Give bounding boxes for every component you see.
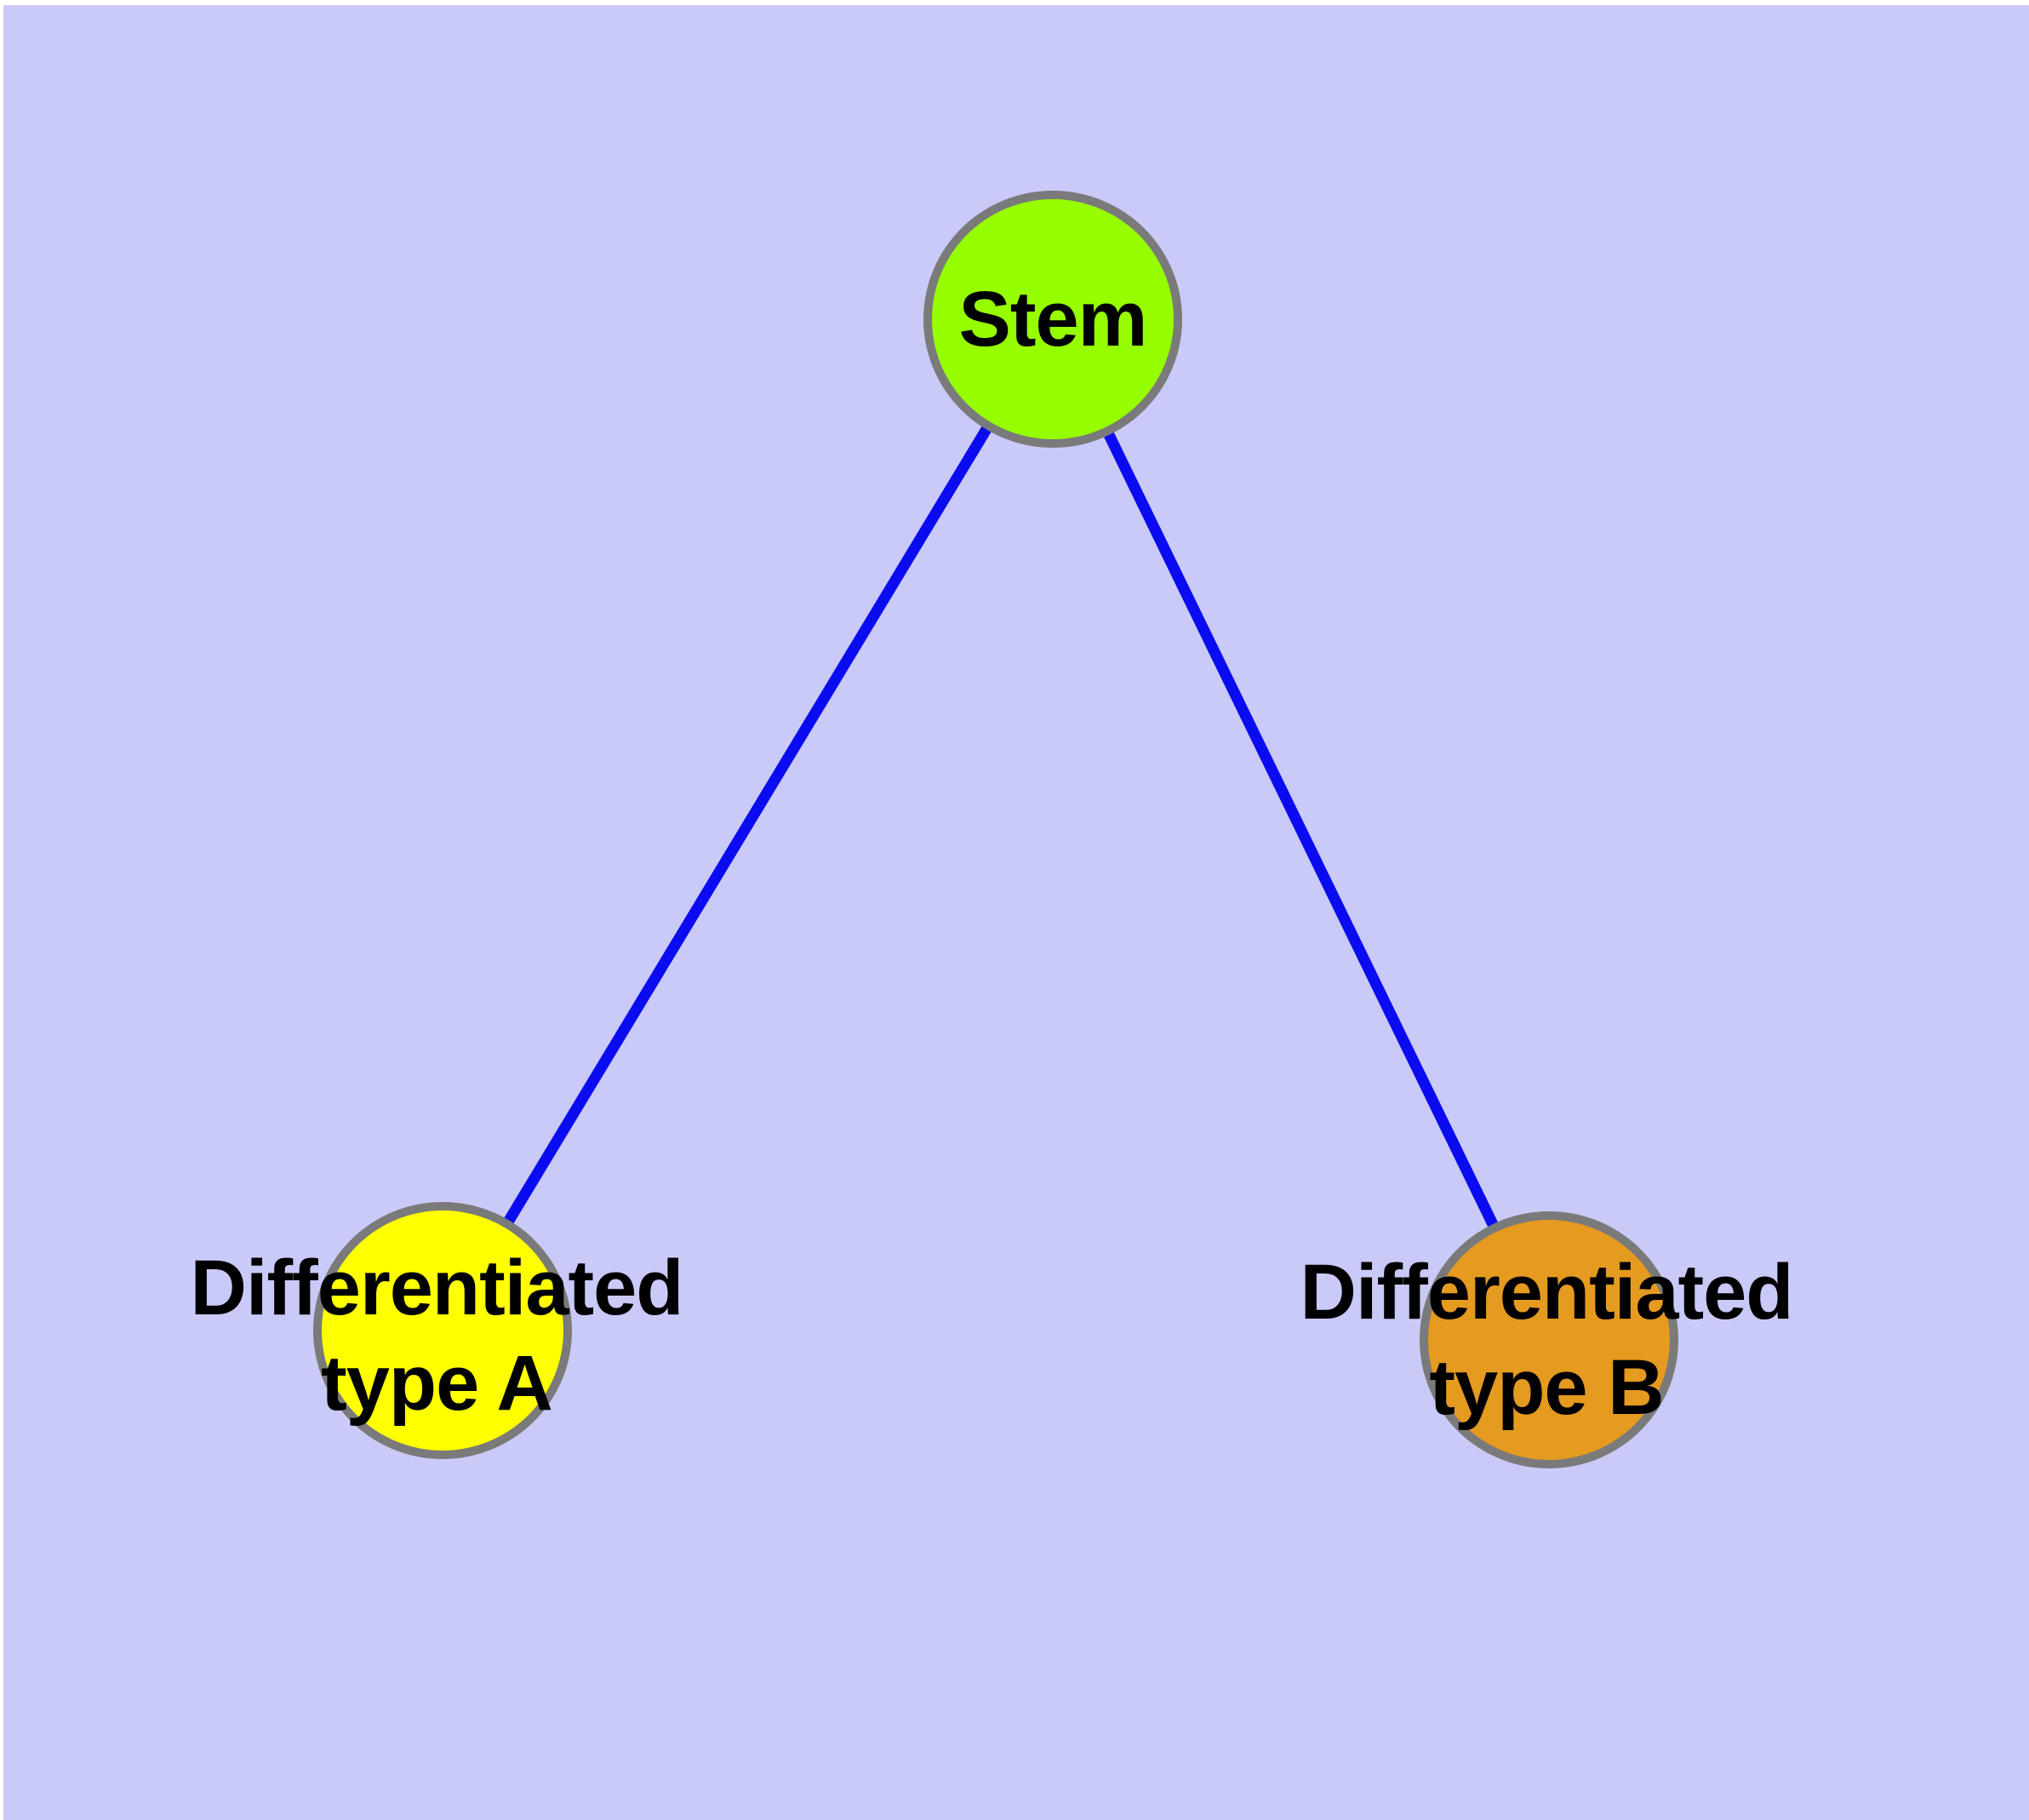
node-type-b-label-line1: Differentiated <box>1300 1249 1794 1336</box>
node-type-a-label: Differentiated type A <box>190 1240 684 1431</box>
diagram-canvas: Stem Differentiated type A Differentiate… <box>3 5 2029 1820</box>
node-type-b-label: Differentiated type B <box>1300 1245 1794 1435</box>
node-type-b-label-line2: type B <box>1429 1344 1664 1431</box>
node-stem-label: Stem <box>958 276 1148 363</box>
edge-stem-to-type-a <box>437 316 1058 1334</box>
node-differentiated-type-a[interactable] <box>313 1202 572 1459</box>
node-type-a-label-line1: Differentiated <box>190 1245 684 1331</box>
node-differentiated-type-b[interactable] <box>1420 1211 1678 1468</box>
node-stem[interactable] <box>923 191 1182 448</box>
node-type-a-label-line2: type A <box>321 1340 553 1427</box>
edge-stem-to-type-b <box>1048 317 1554 1342</box>
